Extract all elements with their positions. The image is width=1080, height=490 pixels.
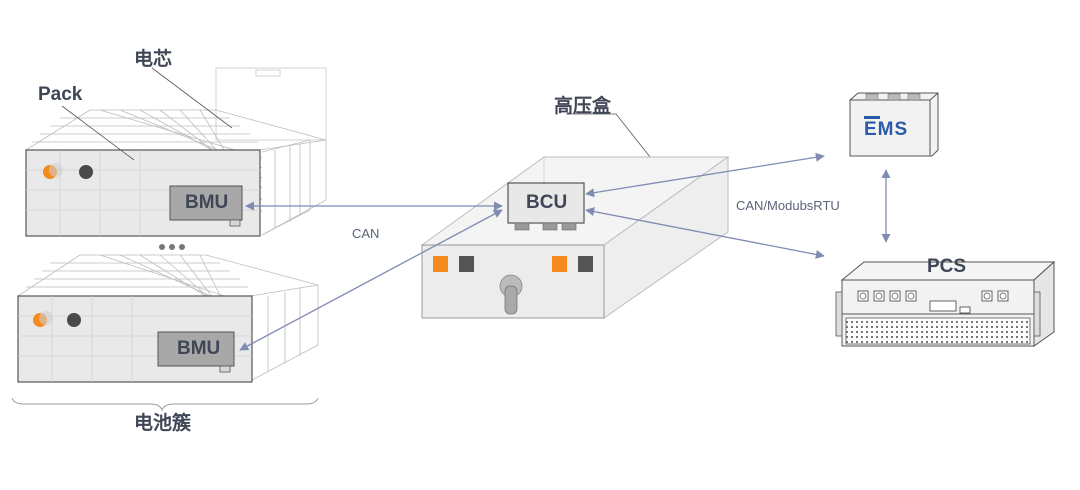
pack-label: Pack <box>38 84 83 105</box>
bcu-ems-link <box>585 152 825 198</box>
bcu-module <box>507 182 585 231</box>
ems-label: EMS <box>864 119 909 140</box>
top-pack <box>25 149 261 237</box>
dark-terminal-icon <box>67 313 81 327</box>
can-link-bottom <box>239 209 503 351</box>
hv-box-label: 高压盒 <box>554 96 612 117</box>
cluster-bracket <box>11 397 319 412</box>
dark-terminal-icon <box>79 165 93 179</box>
bottom-pack <box>17 295 253 383</box>
cluster-label: 电池簇 <box>134 413 192 434</box>
cell-label: 电芯 <box>134 49 173 70</box>
ems-device <box>849 92 939 157</box>
bcu-label: BCU <box>526 192 568 213</box>
communication-lines <box>239 152 891 351</box>
more-packs-ellipsis <box>159 244 185 250</box>
bmu-top-label: BMU <box>185 192 229 213</box>
bmu-bottom-label: BMU <box>177 338 221 359</box>
can-modbus-label: CAN/ModubsRTU <box>736 198 840 213</box>
bcu-pcs-link <box>585 207 825 259</box>
hv-box <box>420 156 730 319</box>
pcs-label: PCS <box>927 256 967 277</box>
bmu-module-top <box>169 185 243 221</box>
can-label: CAN <box>352 226 380 241</box>
pcs-rack <box>835 260 1056 347</box>
bmu-module-bottom <box>157 331 235 367</box>
